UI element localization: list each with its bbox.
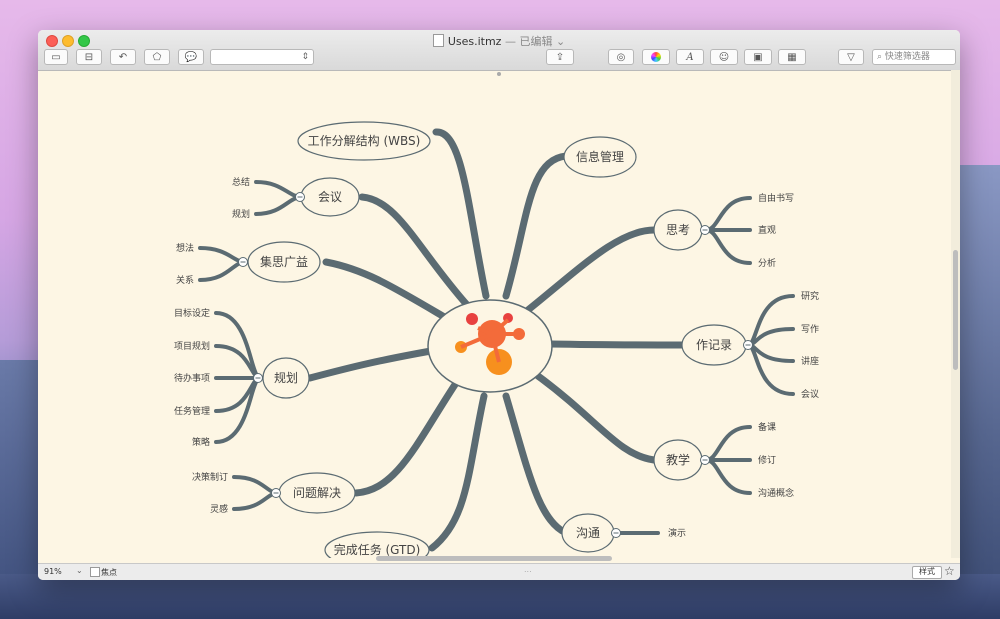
vertical-scroll-thumb[interactable] xyxy=(953,250,958,370)
horizontal-scrollbar[interactable] xyxy=(376,556,612,561)
subtopic-label[interactable]: 任务管理 xyxy=(174,405,210,417)
topic-left-5[interactable]: 完成任务 (GTD) xyxy=(324,531,430,569)
focus-label: 焦点 xyxy=(101,568,117,577)
topic-label: 信息管理 xyxy=(576,149,624,164)
close-button[interactable] xyxy=(46,35,58,47)
minimize-button[interactable] xyxy=(62,35,74,47)
desktop-mountain-bottom xyxy=(0,574,1000,619)
subtopic-label[interactable]: 关系 xyxy=(176,274,194,286)
subtopic-label[interactable]: 写作 xyxy=(801,323,819,335)
topic-bubble[interactable] xyxy=(297,121,431,161)
share-icon[interactable]: ⇪ xyxy=(546,49,574,65)
topics-layer: 工作分解结构 (WBS)会议总结规划集思广益想法关系规划目标设定项目规划待办事项… xyxy=(174,121,819,569)
subtopic-label[interactable]: 目标设定 xyxy=(174,307,210,319)
topic-label: 会议 xyxy=(318,190,342,204)
star-icon[interactable]: ☆ xyxy=(944,564,955,578)
topic-bubble[interactable] xyxy=(563,136,637,178)
resize-handle[interactable] xyxy=(497,72,501,76)
subtopic-label[interactable]: 规划 xyxy=(232,208,250,220)
subtopic-label[interactable]: 分析 xyxy=(758,257,776,269)
topic-label: 规划 xyxy=(274,370,298,385)
branch-connectors xyxy=(198,128,795,552)
theme-icon[interactable]: ◎ xyxy=(608,49,634,65)
subtopic-label[interactable]: 沟通概念 xyxy=(758,487,794,499)
table-icon[interactable]: ▦ xyxy=(778,49,806,65)
subtopic-label[interactable]: 项目规划 xyxy=(174,340,210,352)
subtopic-label[interactable]: 策略 xyxy=(192,436,210,448)
color-icon[interactable] xyxy=(642,49,670,65)
font-icon[interactable]: A xyxy=(676,49,704,65)
topic-label: 教学 xyxy=(666,452,690,467)
subtopic-label[interactable]: 自由书写 xyxy=(758,192,794,204)
topic-label: 沟通 xyxy=(576,526,600,540)
subtopic-label[interactable]: 讲座 xyxy=(801,355,819,367)
subtopic-label[interactable]: 灵感 xyxy=(210,503,228,515)
filter-icon[interactable]: ▽ xyxy=(838,49,864,65)
window-title: Uses.itmz — 已编辑 ⌄ xyxy=(38,33,960,49)
resize-dots[interactable]: ... xyxy=(524,565,532,574)
chevron-down-icon[interactable]: ⌄ xyxy=(555,35,566,48)
topic-right-4[interactable]: 沟通 演示 xyxy=(561,513,686,553)
subtopic-label[interactable]: 想法 xyxy=(176,242,194,254)
search-input[interactable]: ⌕ 快速筛选器 xyxy=(872,49,956,65)
subtopic-label[interactable]: 决策制订 xyxy=(192,471,228,483)
topic-label: 完成任务 (GTD) xyxy=(334,542,421,557)
subtopic-label[interactable]: 会议 xyxy=(801,388,819,400)
label-icon[interactable]: ⬠ xyxy=(144,49,170,65)
subtopic-label[interactable]: 待办事项 xyxy=(174,372,210,384)
statusbar: 91% ⌄ 焦点 ... 样式 ☆ xyxy=(38,563,960,580)
titlebar: Uses.itmz — 已编辑 ⌄ ▭ ⊟ ↶ ⬠ 💬 ⇕ ⇪ ◎ A ☺ ▣ … xyxy=(38,30,960,71)
topic-icon[interactable]: ▭ xyxy=(44,49,68,65)
topic-label: 作记录 xyxy=(696,338,732,352)
topic-label: 问题解决 xyxy=(293,486,341,500)
focus-checkbox[interactable] xyxy=(90,567,100,577)
topic-label: 思考 xyxy=(666,223,690,237)
maximize-button[interactable] xyxy=(78,35,90,47)
topic-left-0[interactable]: 工作分解结构 (WBS) xyxy=(297,121,431,161)
zoom-level[interactable]: 91% xyxy=(44,567,62,576)
subtopic-label[interactable]: 修订 xyxy=(758,454,776,466)
subtopic-label[interactable]: 总结 xyxy=(232,176,250,188)
app-window: Uses.itmz — 已编辑 ⌄ ▭ ⊟ ↶ ⬠ 💬 ⇕ ⇪ ◎ A ☺ ▣ … xyxy=(38,30,960,580)
mindmap-svg: 工作分解结构 (WBS)会议总结规划集思广益想法关系规划目标设定项目规划待办事项… xyxy=(174,72,819,569)
search-placeholder: 快速筛选器 xyxy=(884,52,930,62)
document-icon xyxy=(432,34,444,47)
edit-status: — 已编辑 xyxy=(504,35,553,48)
vertical-scrollbar[interactable] xyxy=(951,70,960,558)
filename: Uses.itmz xyxy=(447,35,502,48)
topic-right-0[interactable]: 信息管理 xyxy=(563,136,637,178)
topic-style-select[interactable]: ⇕ xyxy=(210,49,314,65)
relationship-icon[interactable]: ↶ xyxy=(110,49,136,65)
emoji-icon[interactable]: ☺ xyxy=(710,49,738,65)
style-button[interactable]: 样式 xyxy=(912,566,942,579)
subtopic-label[interactable]: 研究 xyxy=(801,290,819,302)
zoom-chevron-icon[interactable]: ⌄ xyxy=(76,566,83,575)
topic-label: 工作分解结构 (WBS) xyxy=(308,133,421,148)
image-icon[interactable]: ▣ xyxy=(744,49,772,65)
subtopic-icon[interactable]: ⊟ xyxy=(76,49,102,65)
subtopic-label[interactable]: 直观 xyxy=(758,224,776,236)
central-topic[interactable] xyxy=(427,299,553,393)
mindmap-canvas[interactable]: 工作分解结构 (WBS)会议总结规划集思广益想法关系规划目标设定项目规划待办事项… xyxy=(38,70,951,569)
ithoughts-logo-icon xyxy=(455,313,525,375)
subtopic-label[interactable]: 演示 xyxy=(668,527,686,539)
topic-label: 集思广益 xyxy=(260,254,308,269)
callout-icon[interactable]: 💬 xyxy=(178,49,204,65)
subtopic-label[interactable]: 备课 xyxy=(758,421,776,433)
